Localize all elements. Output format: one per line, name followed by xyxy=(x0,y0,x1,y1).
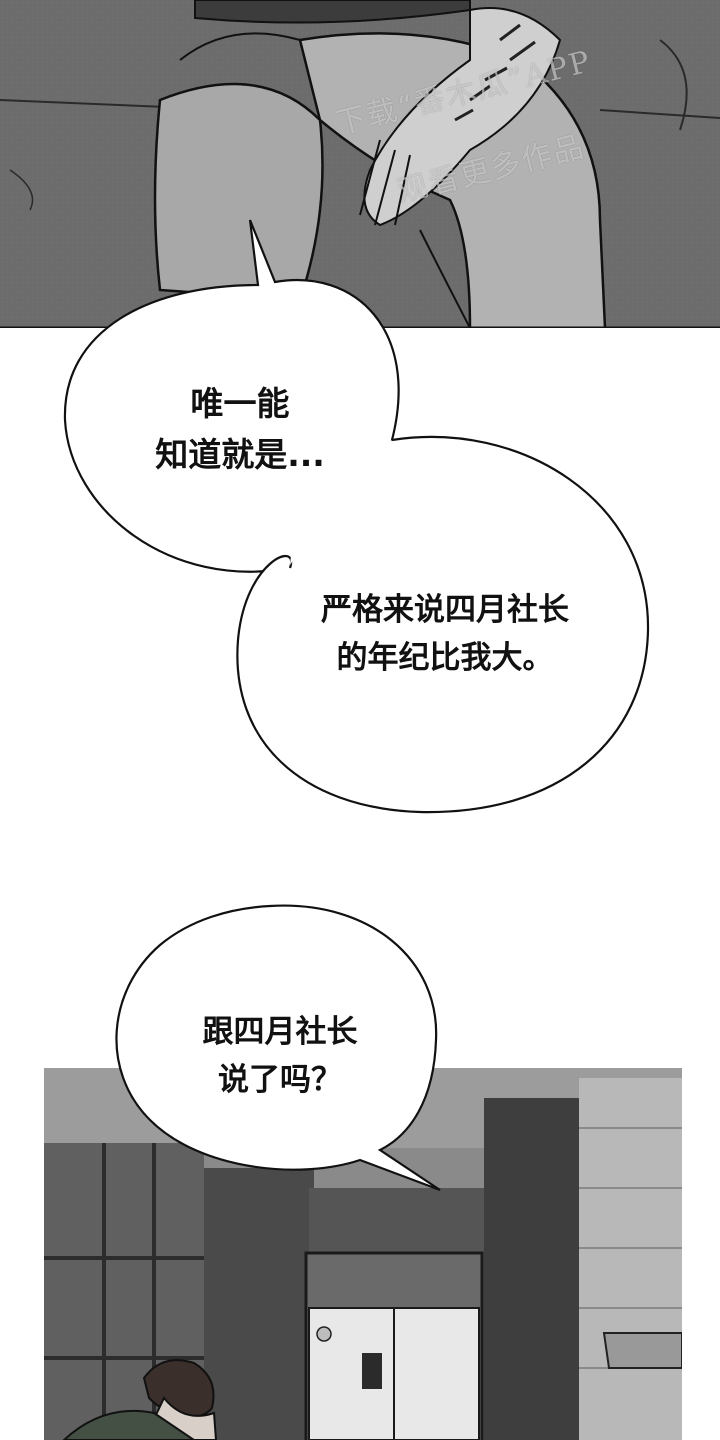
top-panel xyxy=(0,0,720,328)
bubble-1-text: 唯一能 知道就是... xyxy=(155,384,325,475)
bottom-panel xyxy=(44,1068,682,1440)
bubble-3-text: 跟四月社长 说了吗？ xyxy=(202,1014,358,1099)
bubble-2-text: 严格来说四月社长 的年纪比我大。 xyxy=(321,592,569,677)
